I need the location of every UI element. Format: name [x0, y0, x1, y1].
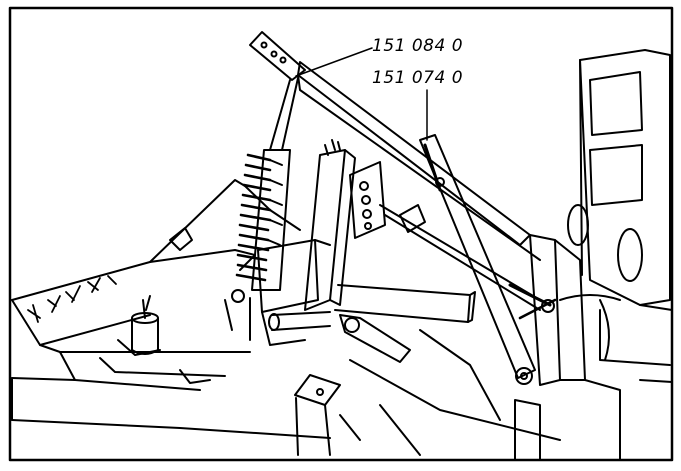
horizontal-shaft	[271, 311, 331, 331]
lower-bracket	[294, 374, 341, 406]
machine-body	[579, 49, 671, 306]
part-number-label: 151 074 0	[372, 68, 464, 88]
knob-right	[617, 228, 643, 282]
ramp-edge	[149, 179, 246, 263]
deck-lettering	[27, 275, 117, 323]
cross-beam	[334, 284, 471, 323]
lower-post	[514, 399, 541, 461]
shock-rod	[269, 79, 291, 151]
slotted-bar	[249, 31, 306, 81]
spring-housing	[251, 149, 291, 291]
drawing-border	[8, 6, 674, 462]
cylinder-component	[131, 317, 159, 351]
leader-line-1	[295, 47, 373, 77]
deck-front-edge	[59, 351, 201, 391]
deck-top-edge	[11, 249, 256, 301]
lower-crank	[339, 314, 411, 363]
lever-link	[419, 134, 536, 379]
hole-plate	[349, 161, 386, 239]
part-number-label: 151 084 0	[372, 36, 464, 56]
coil-spring	[235, 153, 272, 282]
knob-left	[567, 204, 589, 246]
mount-block	[257, 239, 319, 313]
upper-arm	[297, 61, 531, 246]
